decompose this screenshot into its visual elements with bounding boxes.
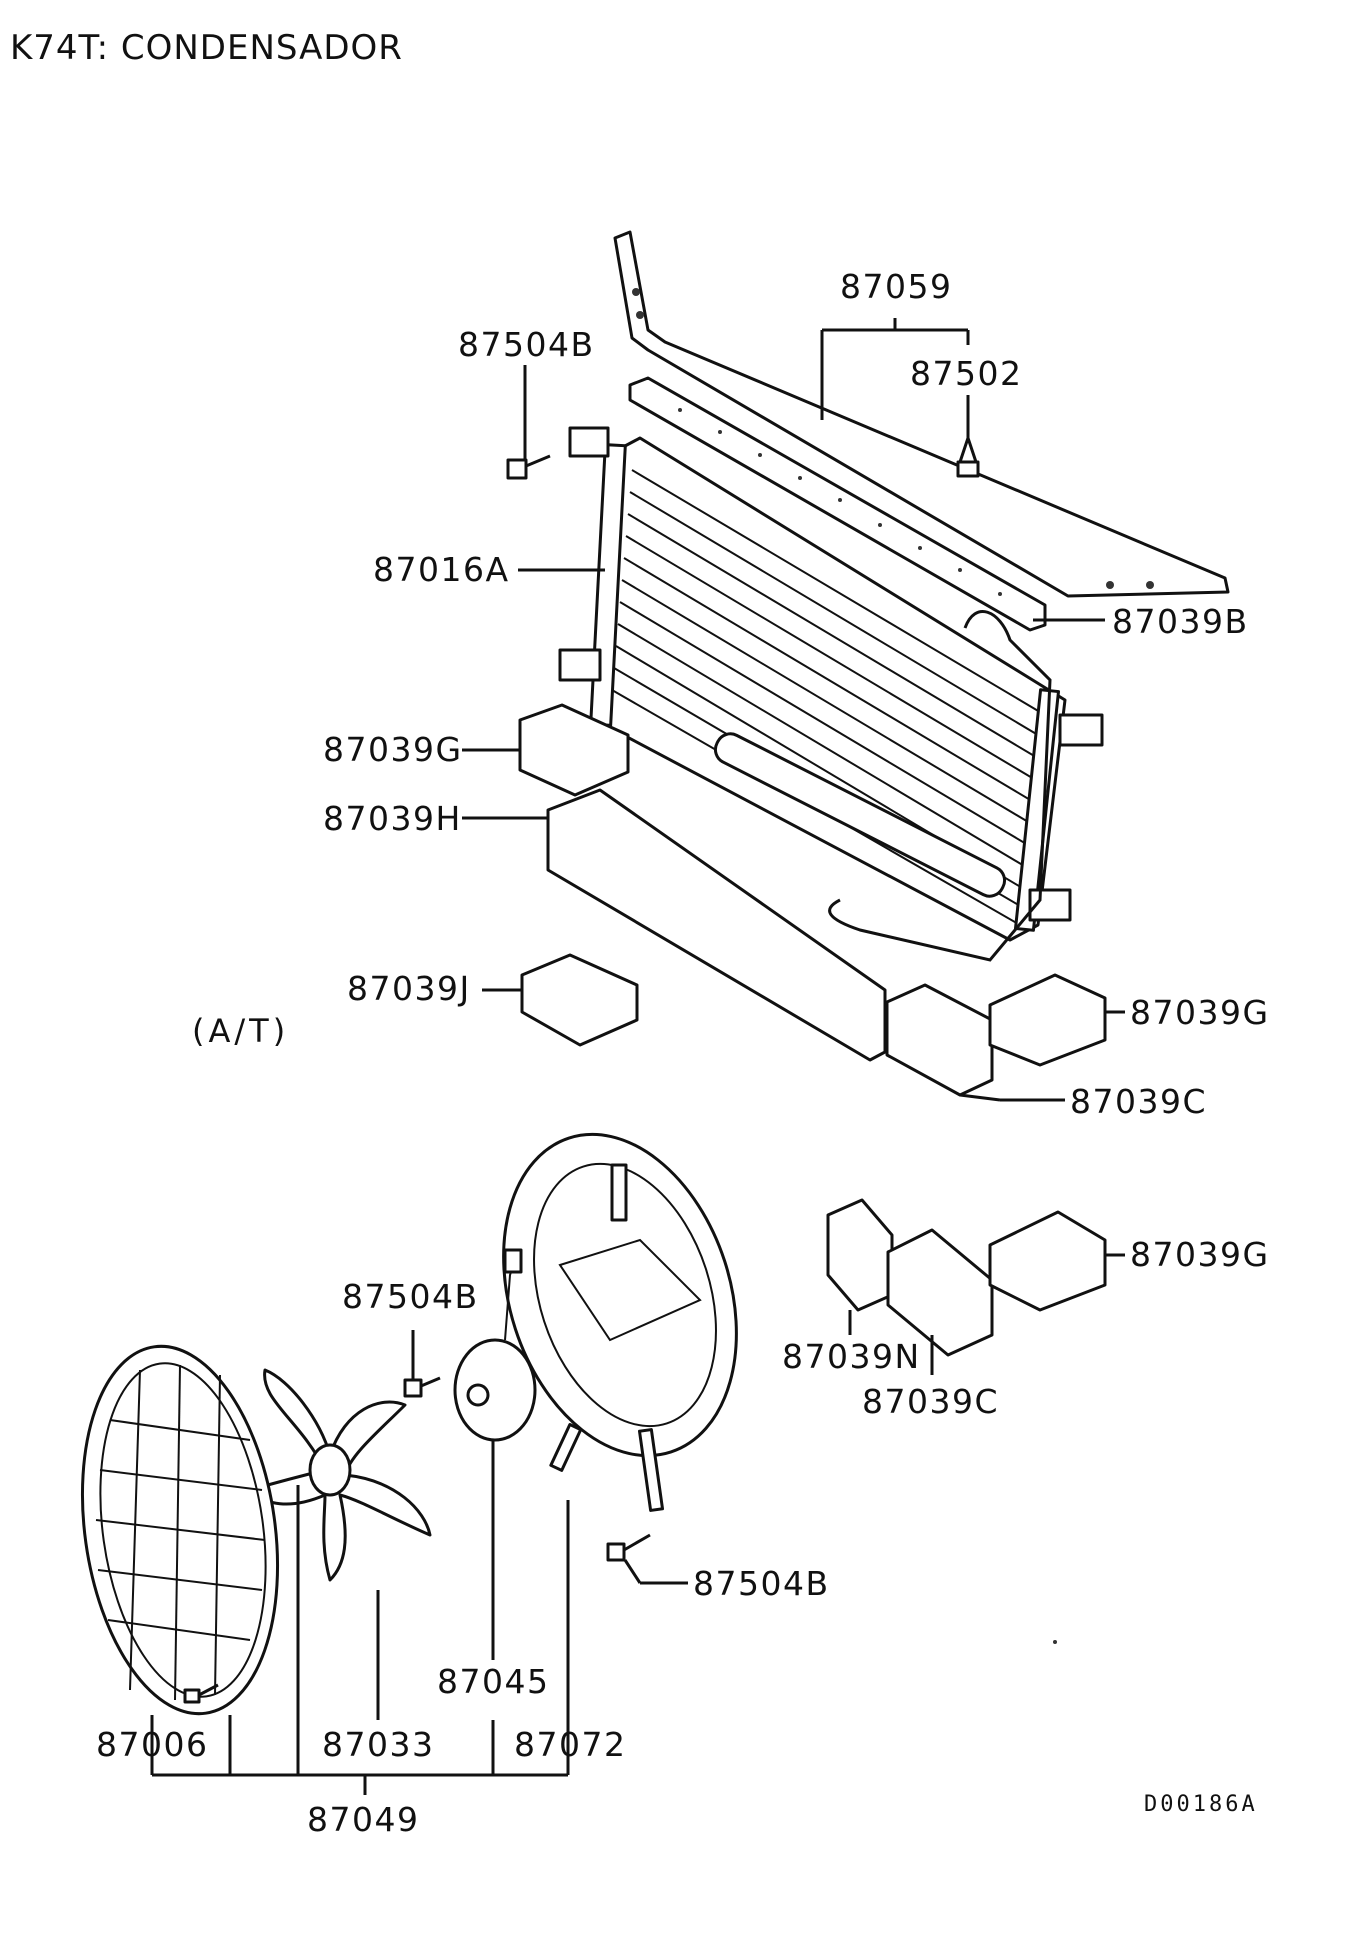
- condenser-core: [558, 426, 1104, 962]
- page-title: K74T: CONDENSADOR: [10, 28, 403, 68]
- label-87039G-right: 87039G: [1130, 993, 1270, 1032]
- leader-lines: [150, 318, 1125, 1795]
- label-87502: 87502: [910, 354, 1023, 393]
- label-87039H: 87039H: [323, 799, 462, 838]
- bolt-87504B-mid: [403, 1376, 441, 1398]
- label-87039B: 87039B: [1112, 602, 1249, 641]
- label-87039G-left: 87039G: [323, 730, 463, 769]
- bolt-87504B-low: [606, 1533, 651, 1562]
- label-87039G-lower: 87039G: [1130, 1235, 1270, 1274]
- label-87039J: 87039J: [347, 969, 471, 1008]
- label-87039C-top: 87039C: [1070, 1082, 1208, 1121]
- label-87049: 87049: [307, 1800, 420, 1839]
- foam-block-87039N: [826, 1198, 894, 1312]
- fan-shroud: [502, 1132, 738, 1512]
- foam-strip-87039H: [546, 788, 887, 1062]
- label-87006: 87006: [96, 1725, 209, 1764]
- label-87504B-low: 87504B: [693, 1564, 830, 1603]
- fan-grille: [80, 1344, 280, 1716]
- upper-support-bracket: [613, 230, 1230, 598]
- upper-seal-strip: [628, 376, 1047, 632]
- foam-block-87039J: [520, 953, 639, 1047]
- label-87072: 87072: [514, 1725, 627, 1764]
- label-87045: 87045: [437, 1662, 550, 1701]
- foam-block-87039G-right: [988, 973, 1107, 1067]
- drawing-code: D00186A: [1144, 1792, 1258, 1817]
- foam-block-87039C-top: [885, 983, 994, 1097]
- variant-note: (A/T): [192, 1012, 290, 1050]
- label-87039C-lower: 87039C: [862, 1382, 1000, 1421]
- label-87504B-mid: 87504B: [342, 1277, 479, 1316]
- label-87059: 87059: [840, 267, 953, 306]
- foam-block-87039C-lower: [886, 1228, 994, 1357]
- screw-87006: [183, 1683, 219, 1704]
- clip-87502: [956, 436, 980, 478]
- fan-blades: [248, 1368, 432, 1582]
- foam-block-87039G-left: [518, 703, 630, 797]
- label-87039N: 87039N: [782, 1337, 921, 1376]
- label-87033: 87033: [322, 1725, 435, 1764]
- fan-motor: [453, 1248, 537, 1442]
- bolt-87504B-top: [506, 454, 551, 480]
- foam-block-87039G-lower: [988, 1210, 1107, 1312]
- speck: [1053, 1640, 1057, 1644]
- label-87504B-top: 87504B: [458, 325, 595, 364]
- label-87016A: 87016A: [373, 550, 510, 589]
